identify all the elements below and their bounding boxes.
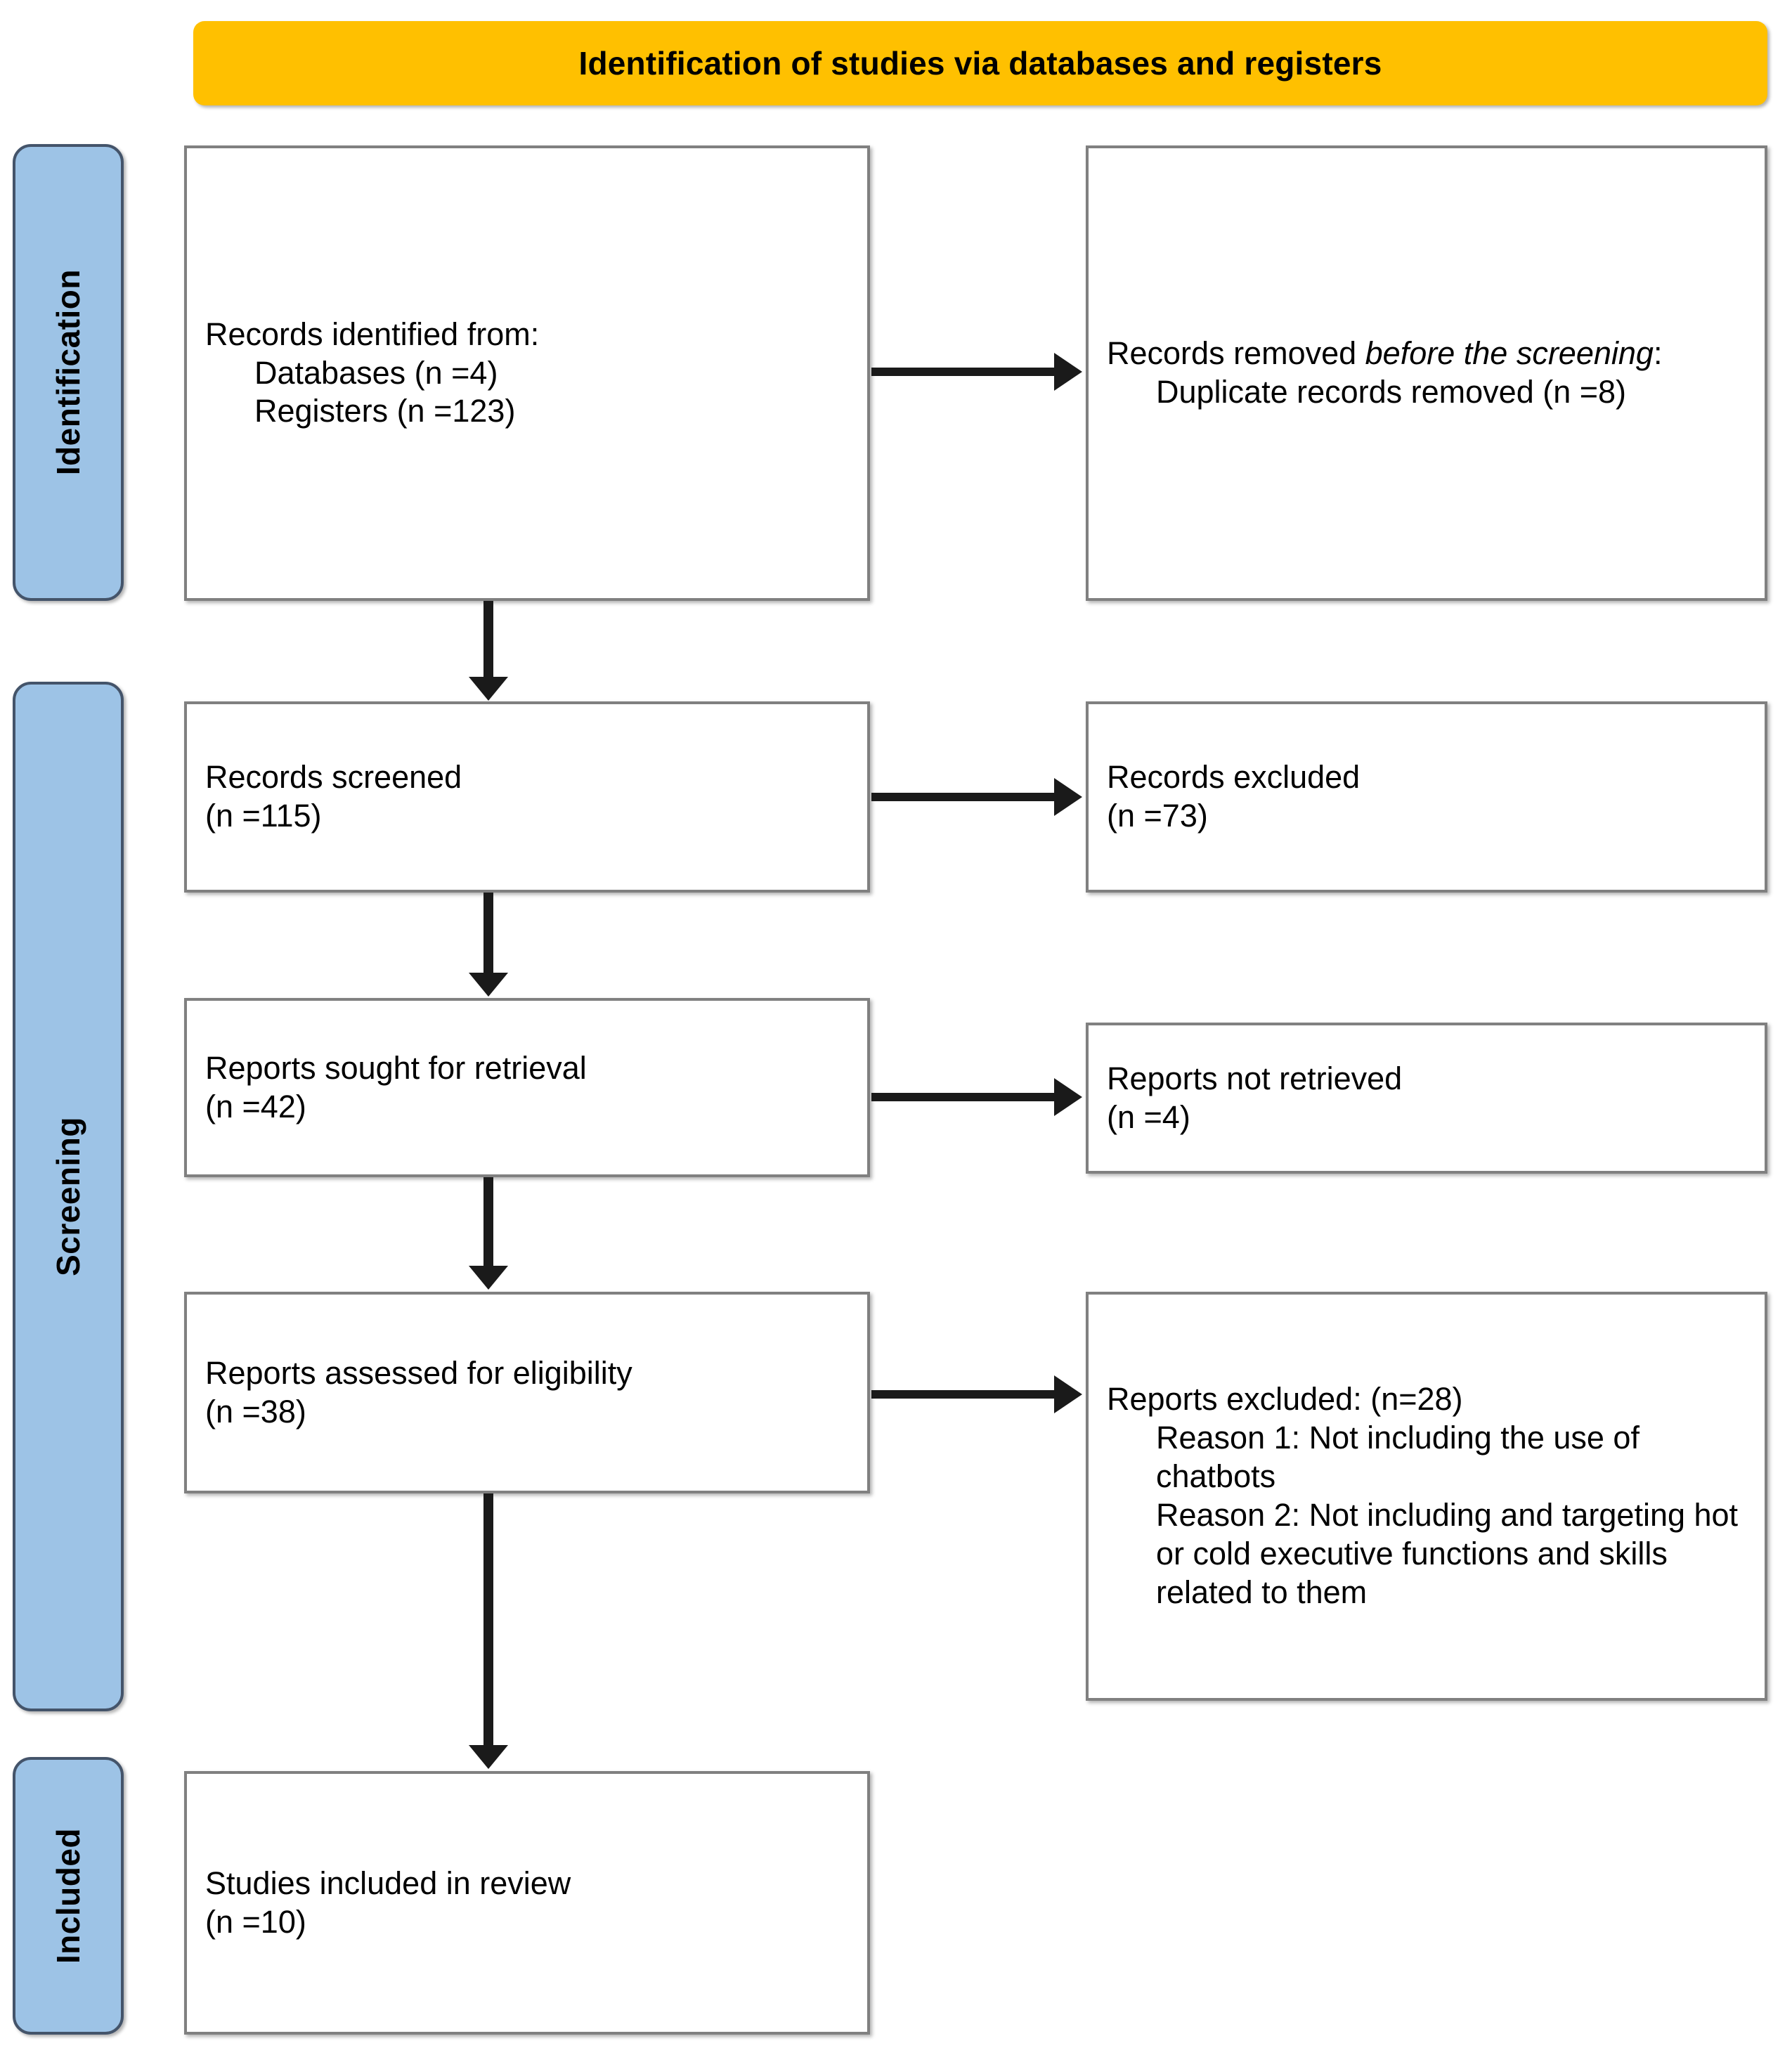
arrow-sought-to-assessed-icon — [483, 1177, 493, 1269]
records-identified-databases: Databases (n =4) — [254, 354, 498, 391]
box-studies-included: Studies included in review (n =10) — [184, 1771, 870, 2035]
arrow-assessed-to-reports-excluded-icon — [871, 1390, 1056, 1399]
reports-excluded-reason-1: Reason 1: Not including the use of chatb… — [1156, 1420, 1649, 1495]
records-identified-registers: Registers (n =123) — [254, 393, 516, 429]
stage-label-screening: Screening — [13, 682, 124, 1711]
diagram-title: Identification of studies via databases … — [578, 44, 1382, 82]
arrow-screened-to-sought-icon — [483, 893, 493, 975]
box-reports-assessed: Reports assessed for eligibility (n =38) — [184, 1292, 870, 1493]
reports-excluded-reason-2: Reason 2: Not including and targeting ho… — [1156, 1497, 1747, 1610]
box-records-screened: Records screened (n =115) — [184, 701, 870, 893]
records-removed-heading-colon: : — [1653, 335, 1663, 372]
records-removed-heading: Records removed before the screening: — [1107, 335, 1746, 373]
records-screened-count: (n =115) — [205, 798, 322, 834]
arrow-identified-to-removed-icon — [871, 368, 1056, 376]
studies-included-count: (n =10) — [205, 1903, 306, 1940]
reports-sought-count: (n =42) — [205, 1088, 306, 1124]
studies-included-label: Studies included in review — [205, 1865, 571, 1901]
reports-not-retrieved-label: Reports not retrieved — [1107, 1060, 1403, 1096]
reports-assessed-count: (n =38) — [205, 1393, 306, 1430]
box-reports-not-retrieved: Reports not retrieved (n =4) — [1086, 1023, 1767, 1174]
box-records-identified: Records identified from: Databases (n =4… — [184, 145, 870, 601]
stage-label-identification: Identification — [13, 144, 124, 601]
diagram-title-banner: Identification of studies via databases … — [193, 21, 1767, 105]
records-removed-heading-italic: before the screening — [1365, 335, 1654, 372]
reports-not-retrieved-count: (n =4) — [1107, 1098, 1190, 1135]
stage-label-included: Included — [13, 1757, 124, 2035]
reports-excluded-heading: Reports excluded: (n=28) — [1107, 1381, 1463, 1418]
reports-assessed-label: Reports assessed for eligibility — [205, 1354, 632, 1391]
box-records-removed: Records removed before the screening: Du… — [1086, 145, 1767, 601]
box-reports-sought: Reports sought for retrieval (n =42) — [184, 998, 870, 1177]
stage-label-screening-text: Screening — [50, 1117, 86, 1276]
records-removed-heading-plain: Records removed — [1107, 335, 1365, 372]
records-excluded-label: Records excluded — [1107, 759, 1361, 796]
stage-label-identification-text: Identification — [50, 269, 86, 476]
stage-label-included-text: Included — [50, 1827, 86, 1964]
records-screened-label: Records screened — [205, 759, 462, 796]
arrow-assessed-to-included-icon — [483, 1493, 493, 1748]
arrow-screened-to-excluded-icon — [871, 793, 1056, 801]
box-reports-excluded-reasons: Reports excluded: (n=28) Reason 1: Not i… — [1086, 1292, 1767, 1701]
records-excluded-count: (n =73) — [1107, 798, 1208, 834]
box-records-excluded: Records excluded (n =73) — [1086, 701, 1767, 893]
duplicate-records-removed: Duplicate records removed (n =8) — [1156, 374, 1627, 410]
records-identified-heading: Records identified from: — [205, 316, 540, 352]
reports-sought-label: Reports sought for retrieval — [205, 1049, 587, 1086]
arrow-identified-to-screened-icon — [483, 601, 493, 680]
arrow-sought-to-not-retrieved-icon — [871, 1093, 1056, 1101]
